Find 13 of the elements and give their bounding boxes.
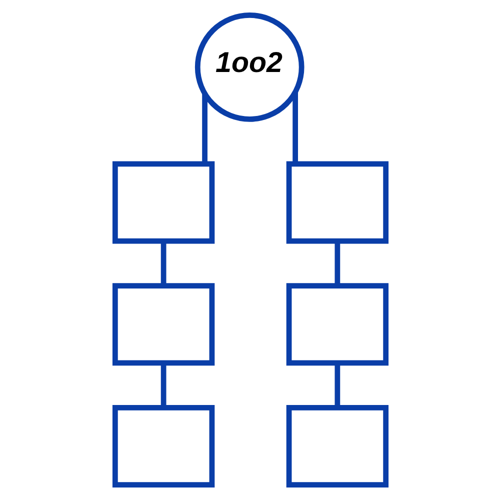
node-box: [286, 161, 388, 244]
connector: [202, 94, 207, 164]
connector: [334, 241, 340, 286]
node-box: [286, 405, 388, 488]
node-box: [112, 405, 214, 488]
connector: [160, 241, 166, 286]
node-box: [286, 283, 388, 366]
node-box: [112, 283, 214, 366]
node-circle: 1oo2: [194, 12, 304, 122]
connector: [292, 92, 298, 164]
connector: [334, 362, 340, 408]
node-box: [112, 161, 214, 244]
connector: [160, 362, 166, 408]
